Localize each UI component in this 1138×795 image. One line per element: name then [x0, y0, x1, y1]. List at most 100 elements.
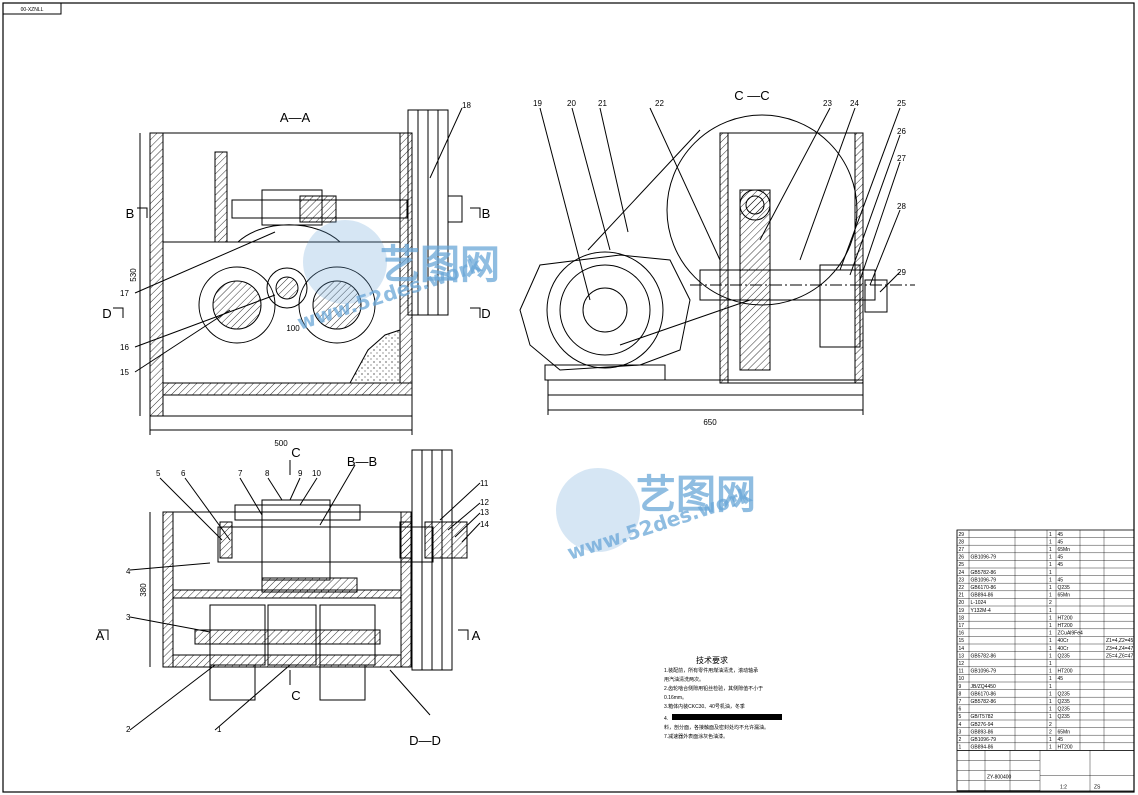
bom-row-no: 12: [959, 661, 965, 667]
aa-dim-width: 500: [274, 439, 288, 448]
bom-row-qty: 1: [1049, 631, 1052, 637]
bom-row-no: 18: [959, 615, 965, 621]
bom-row-no: 19: [959, 608, 965, 614]
callout-5: 5: [156, 469, 161, 478]
bom-row-no: 28: [959, 539, 965, 545]
bom-row-standard: GB894-86: [971, 593, 994, 599]
bom-row-qty: 1: [1049, 615, 1052, 621]
callout-27: 27: [897, 154, 906, 163]
bom-row-no: 8: [959, 691, 962, 697]
bom-row-material: HT200: [1058, 615, 1073, 621]
bb-cut-c-top: C: [291, 445, 300, 460]
callout-8: 8: [265, 469, 270, 478]
bom-row-material: ZCuAl9Fe4: [1058, 631, 1084, 637]
notes-line-6: 4.: [664, 716, 668, 722]
bom-row-material: 40Cr: [1058, 646, 1069, 652]
bom-row-qty: 1: [1049, 593, 1052, 599]
bom-row-qty: 1: [1049, 707, 1052, 713]
aa-gear-left: [198, 266, 276, 344]
bom-row-material: HT200: [1058, 745, 1073, 751]
aa-support-post: [214, 151, 228, 243]
bom-row-no: 10: [959, 676, 965, 682]
bom-row-standard: JB/ZQ4450: [971, 684, 997, 690]
bom-row-no: 16: [959, 631, 965, 637]
bom-row-no: 4: [959, 722, 962, 728]
bom-row-standard: GB5782-86: [971, 699, 997, 705]
callout-6: 6: [181, 469, 186, 478]
bom-row-qty: 1: [1049, 684, 1052, 690]
callout-10: 10: [312, 469, 321, 478]
bom-row-no: 3: [959, 729, 962, 735]
bom-row-standard: GB1096-79: [971, 577, 997, 583]
callout-15: 15: [120, 368, 129, 377]
bom-row-no: 13: [959, 653, 965, 659]
aa-title: A—A: [280, 110, 311, 125]
bom-row-no: 5: [959, 714, 962, 720]
notes-line-5: 3.箱体内装CKC30、40号机油，冬季: [664, 703, 745, 710]
aa-dim-center: 100: [286, 324, 300, 333]
bom-row-standard: GB893-86: [971, 729, 994, 735]
bom-row-standard: GB1096-79: [971, 555, 997, 561]
cc-worm-wheel: [739, 189, 771, 371]
watermark-2: 艺图网 www.52des.work: [556, 468, 756, 565]
watermark-brand-1: 艺图网: [380, 242, 500, 288]
bom-row-material: 65Mn: [1058, 547, 1071, 553]
bom-row-standard: GB276-94: [971, 722, 994, 728]
callout-2: 2: [126, 725, 131, 734]
bom-row-standard: GB6170-86: [971, 691, 997, 697]
aa-cut-d-left: D: [102, 306, 111, 321]
bom-row-standard: GB1096-79: [971, 669, 997, 675]
bom-row-qty: 1: [1049, 570, 1052, 576]
bom-row-no: 24: [959, 570, 965, 576]
bom-row-material: 40Cr: [1058, 638, 1069, 644]
aa-gear-right: [298, 266, 376, 344]
bom-row-qty: 1: [1049, 676, 1052, 682]
bom-row-material: 45: [1058, 737, 1064, 743]
bb-dim-height: 380: [139, 583, 148, 597]
callout-24: 24: [850, 99, 859, 108]
notes-line-1: 1.装配前，所有零件用煤油清洗，滚动轴承: [664, 667, 758, 674]
title-block-sheet: ZS: [1094, 784, 1101, 790]
bom-row-standard: GB1096-79: [971, 737, 997, 743]
bom-row-material: HT200: [1058, 623, 1073, 629]
bom-row-no: 11: [959, 669, 964, 675]
bom-row-qty: 1: [1049, 653, 1052, 659]
technical-notes: 技术要求 1.装配前，所有零件用煤油清洗，滚动轴承 用汽油清洗两次。 2.齿轮啮…: [664, 655, 782, 740]
callout-7: 7: [238, 469, 243, 478]
aa-dim-height: 530: [129, 268, 138, 282]
callout-29: 29: [897, 268, 906, 277]
bom-row-no: 6: [959, 707, 962, 713]
bom-row-standard: GB5782-86: [971, 653, 997, 659]
bom-row-material: Q235: [1058, 585, 1070, 591]
stamp-text: 00-XZNLL: [21, 7, 44, 13]
bom-row-qty: 2: [1049, 722, 1052, 728]
callout-22: 22: [655, 99, 664, 108]
bom-row-qty: 1: [1049, 646, 1052, 652]
view-bb: [98, 449, 481, 731]
bom-row-standard: L-1024: [971, 600, 987, 606]
cc-base: [547, 379, 864, 396]
bom-row-no: 9: [959, 684, 962, 690]
bom-row-qty: 1: [1049, 745, 1052, 751]
bom-row-qty: 1: [1049, 691, 1052, 697]
bb-cut-c-bottom: C: [291, 688, 300, 703]
bom-row-standard: GB6170-86: [971, 585, 997, 591]
bom-row-qty: 1: [1049, 562, 1052, 568]
bom-row-material: HT200: [1058, 669, 1073, 675]
bom-row-material: 65Mn: [1058, 593, 1071, 599]
bom-row-qty: 1: [1049, 547, 1052, 553]
aa-oil-sump: [349, 329, 401, 384]
callout-21: 21: [598, 99, 607, 108]
bom-row-qty: 1: [1049, 638, 1052, 644]
aa-cut-d-right: D: [481, 306, 490, 321]
aa-cut-b-right: B: [482, 206, 491, 221]
callout-23: 23: [823, 99, 832, 108]
bom-row-qty: 2: [1049, 600, 1052, 606]
callout-13: 13: [480, 508, 489, 517]
notes-line-3: 2.齿轮啮合侧隙用铅丝检验，其侧隙值不小于: [664, 685, 763, 692]
callout-3: 3: [126, 613, 131, 622]
watermark-brand-2: 艺图网: [636, 472, 756, 518]
bom-row-standard: Y132M-4: [971, 608, 992, 614]
